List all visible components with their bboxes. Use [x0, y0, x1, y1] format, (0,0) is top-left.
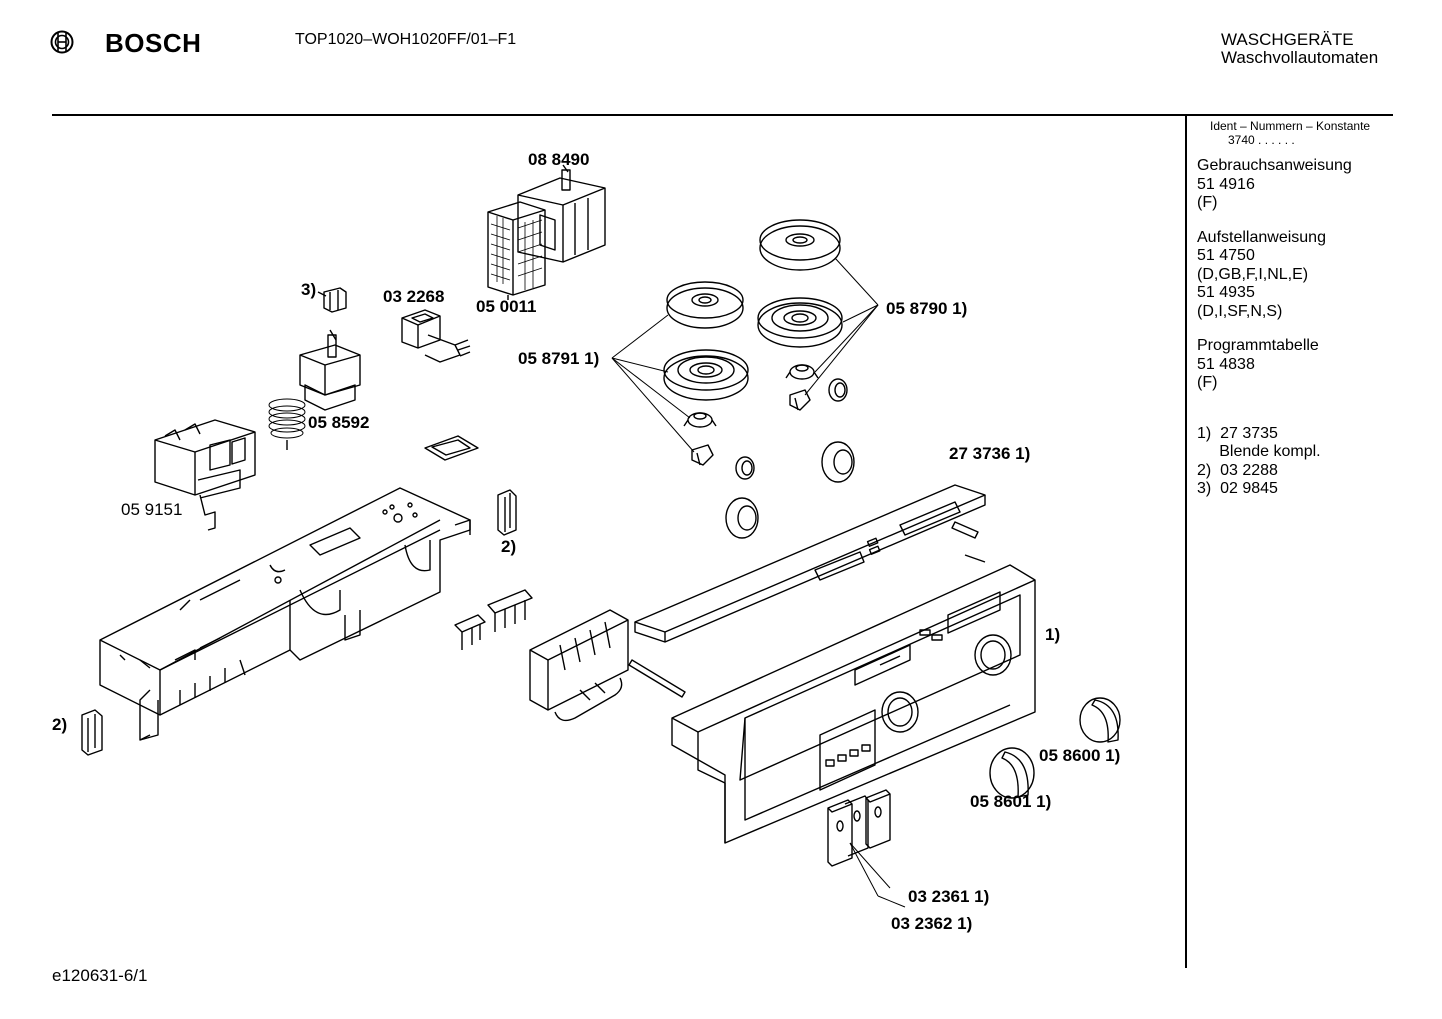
- part-label: 03 2361 1): [908, 887, 990, 906]
- ident-value: 3740 . . . . . .: [1228, 133, 1295, 147]
- bracket-frame-part: [424, 435, 479, 461]
- part-label: 05 8791 1): [518, 349, 600, 368]
- gear-part: [725, 378, 855, 539]
- control-housing-part: [99, 487, 471, 741]
- part-label: 08 8490: [528, 150, 590, 169]
- note-label: 2): [501, 537, 517, 556]
- footnotes: 1) 27 3735 Blende kompl. 2) 03 2288 3) 0…: [1197, 425, 1397, 499]
- part-label: 05 9151: [121, 500, 183, 519]
- clip-part-2-lower: [81, 709, 103, 756]
- doc-block-program: Programmtabelle 51 4838 (F): [1197, 337, 1397, 393]
- control-module-part: [154, 419, 256, 531]
- note-label: 1): [1045, 625, 1061, 644]
- drawing-code: e120631-6/1: [52, 966, 148, 985]
- bosch-logo-icon: [50, 30, 74, 59]
- doc-line: 51 4935: [1197, 284, 1255, 301]
- sidebar-divider: [1185, 116, 1187, 968]
- header-divider: [52, 114, 1393, 116]
- part-label: 05 8592: [308, 413, 370, 432]
- push-button-part: [827, 789, 891, 867]
- doc-line: (F): [1197, 194, 1218, 211]
- selector-switch-part: [268, 329, 361, 450]
- exploded-parts-diagram: [81, 164, 1121, 908]
- knob-cover-part: [663, 219, 843, 401]
- rod-part: [628, 659, 686, 698]
- footnote: Blende kompl.: [1197, 443, 1321, 460]
- note-label: 2): [52, 715, 68, 734]
- clip-part-2-upper: [497, 489, 517, 536]
- doc-title: Gebrauchsanweisung: [1197, 157, 1352, 174]
- brand-name: BOSCH: [105, 28, 202, 58]
- part-label: 05 8601 1): [970, 792, 1052, 811]
- part-label: 05 8600 1): [1039, 746, 1121, 765]
- part-label: 05 0011: [476, 297, 537, 316]
- doc-line: 51 4750: [1197, 247, 1255, 264]
- footnote: 2) 03 2288: [1197, 461, 1278, 479]
- doc-line: 51 4838: [1197, 355, 1255, 373]
- doc-title: Aufstellanweisung: [1197, 228, 1326, 246]
- front-panel-part: [671, 554, 1036, 844]
- collar-part: [683, 364, 819, 466]
- category-title: WASCHGERÄTE: [1221, 30, 1354, 49]
- rotary-knob-part: [989, 697, 1121, 799]
- push-button-unit-part: [529, 609, 629, 722]
- part-label: 27 3736 1): [949, 444, 1031, 463]
- leader-lines: [611, 257, 906, 908]
- switch-part: [401, 309, 471, 363]
- doc-line: (D,GB,F,I,NL,E): [1197, 265, 1309, 283]
- part-label: 05 8790 1): [886, 299, 968, 318]
- clip-part-3: [317, 287, 347, 313]
- sidebar: Ident – Nummern – Konstante 3740 . . . .…: [1197, 119, 1397, 499]
- note-label: 3): [301, 280, 317, 299]
- panel-strip-part: [634, 484, 986, 643]
- doc-title: Programmtabelle: [1197, 337, 1319, 354]
- heat-sink-part: [487, 201, 546, 300]
- footnote: 3) 02 9845: [1197, 480, 1278, 497]
- part-label: 03 2362 1): [891, 914, 973, 933]
- part-label: 03 2268: [383, 287, 445, 306]
- doc-line: (F): [1197, 374, 1218, 391]
- category-subtitle: Waschvollautomaten: [1221, 48, 1379, 67]
- doc-line: 51 4916: [1197, 175, 1255, 193]
- doc-line: (D,I,SF,N,S): [1197, 302, 1283, 320]
- ident-title: Ident – Nummern – Konstante: [1210, 119, 1371, 133]
- model-number: TOP1020–WOH1020FF/01–F1: [295, 31, 517, 48]
- doc-block-usage: Gebrauchsanweisung 51 4916 (F): [1197, 157, 1397, 213]
- doc-block-installation: Aufstellanweisung 51 4750 (D,GB,F,I,NL,E…: [1197, 229, 1397, 322]
- contact-clips-part: [454, 589, 533, 650]
- footnote: 1) 27 3735: [1197, 424, 1278, 442]
